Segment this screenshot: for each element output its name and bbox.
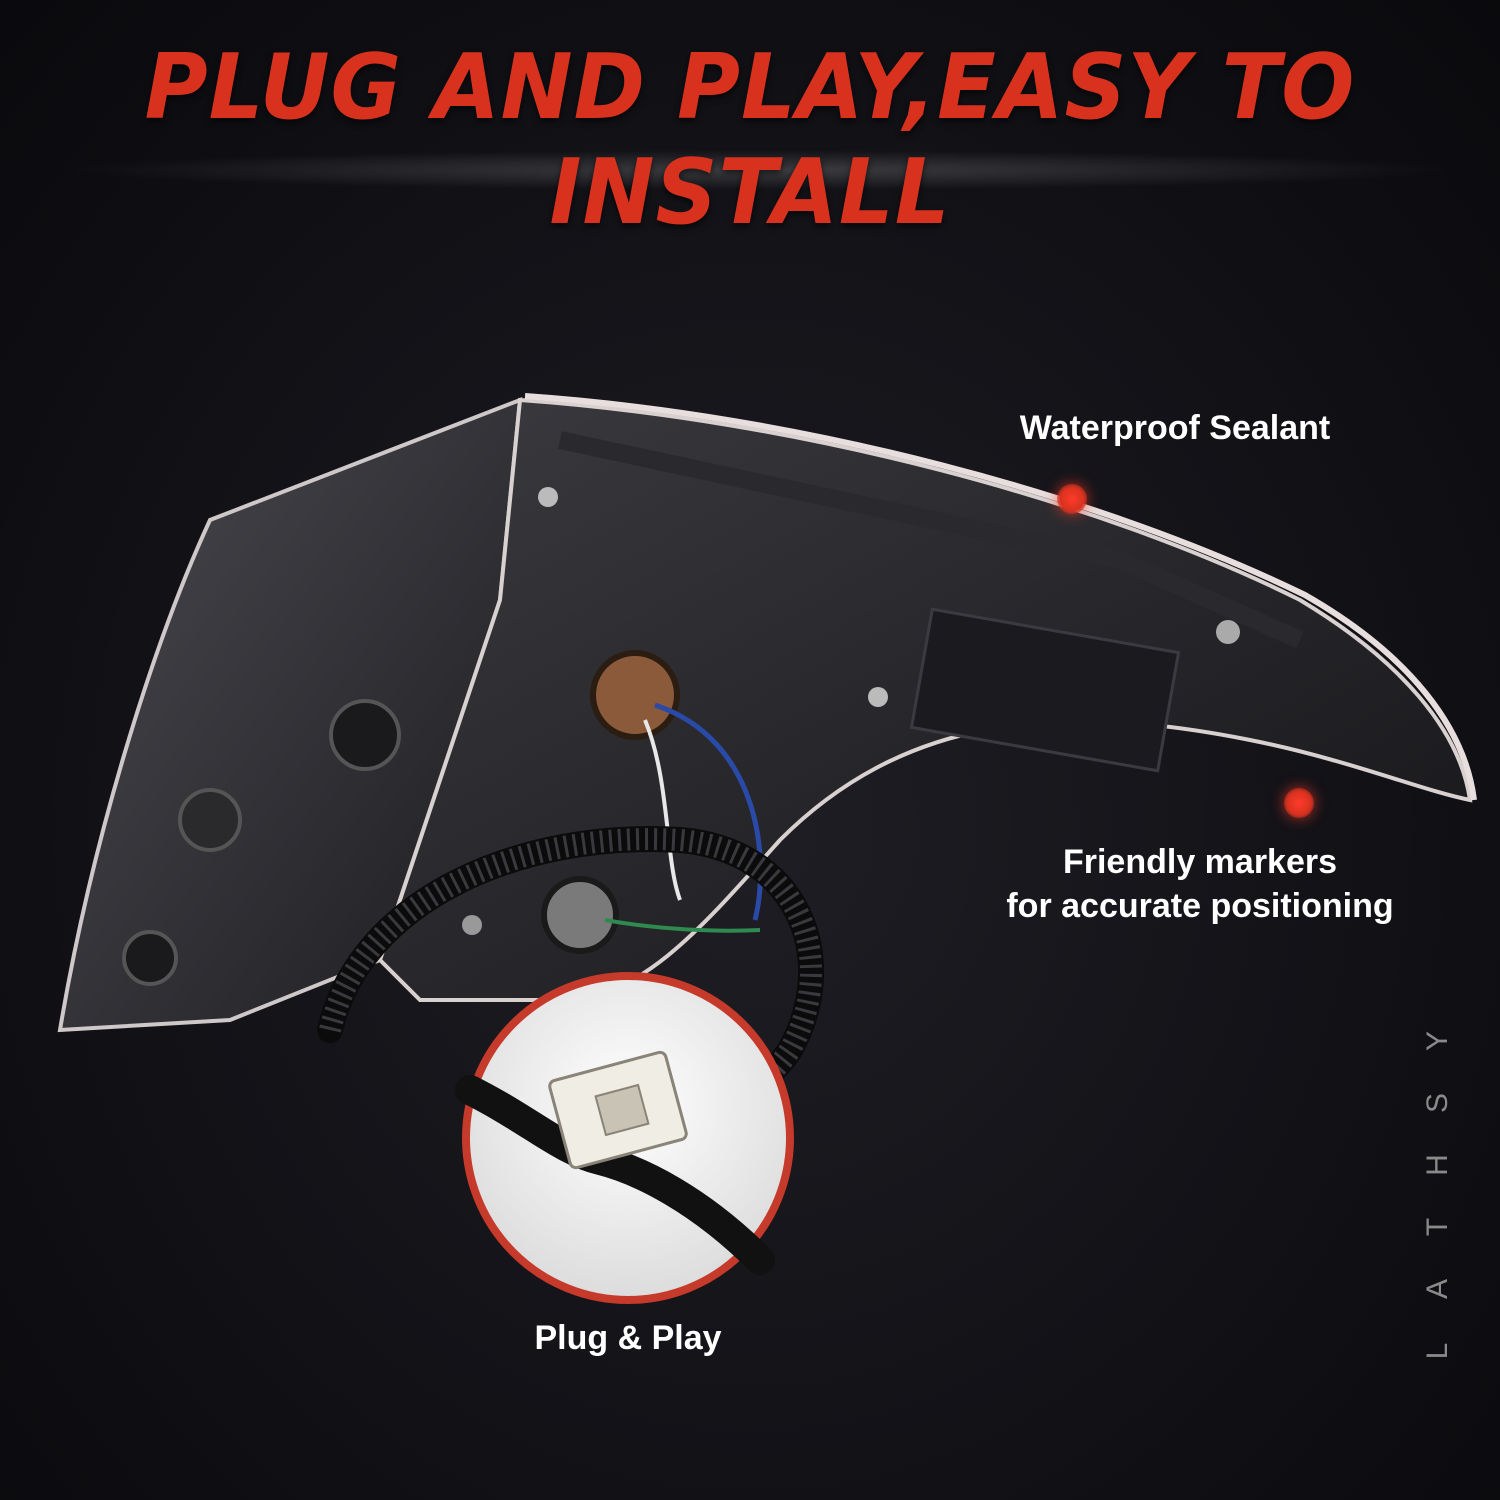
fastener bbox=[329, 699, 401, 771]
bolt bbox=[538, 487, 558, 507]
green-wire bbox=[604, 918, 761, 933]
watermark-letter: L bbox=[1421, 1342, 1454, 1360]
friendly-markers-label: Friendly markers for accurate positionin… bbox=[1006, 843, 1394, 926]
watermark-letter: T bbox=[1421, 1217, 1454, 1237]
watermark-letter: S bbox=[1421, 1093, 1454, 1114]
plug-and-play-label: Plug & Play bbox=[534, 1319, 722, 1357]
bolt bbox=[462, 915, 482, 935]
lower-socket bbox=[541, 876, 619, 954]
bolt bbox=[1216, 620, 1240, 644]
plug-pins bbox=[594, 1083, 650, 1137]
brand-watermark: Y S H T A L bbox=[1421, 1010, 1472, 1382]
headline-glow bbox=[60, 150, 1460, 190]
positioning-marker-dot bbox=[1284, 788, 1314, 818]
blue-wire bbox=[654, 702, 764, 921]
housing-left-panel bbox=[57, 396, 523, 1033]
waterproof-marker-dot bbox=[1057, 484, 1087, 514]
bolt bbox=[868, 687, 888, 707]
waterproof-sealant-label: Waterproof Sealant bbox=[1019, 409, 1331, 447]
headline: PLUG AND PLAY,EASY TO INSTALL bbox=[144, 35, 1356, 245]
watermark-letter: A bbox=[1421, 1279, 1454, 1300]
fastener bbox=[122, 930, 178, 986]
fastener bbox=[178, 788, 242, 852]
bulb-socket bbox=[590, 650, 680, 740]
housing-rim bbox=[524, 393, 1477, 801]
watermark-letter: Y bbox=[1421, 1031, 1454, 1052]
white-wire bbox=[643, 719, 682, 901]
watermark-letter: H bbox=[1421, 1154, 1454, 1176]
housing-channel bbox=[909, 607, 1181, 773]
housing-rib bbox=[558, 431, 1304, 649]
